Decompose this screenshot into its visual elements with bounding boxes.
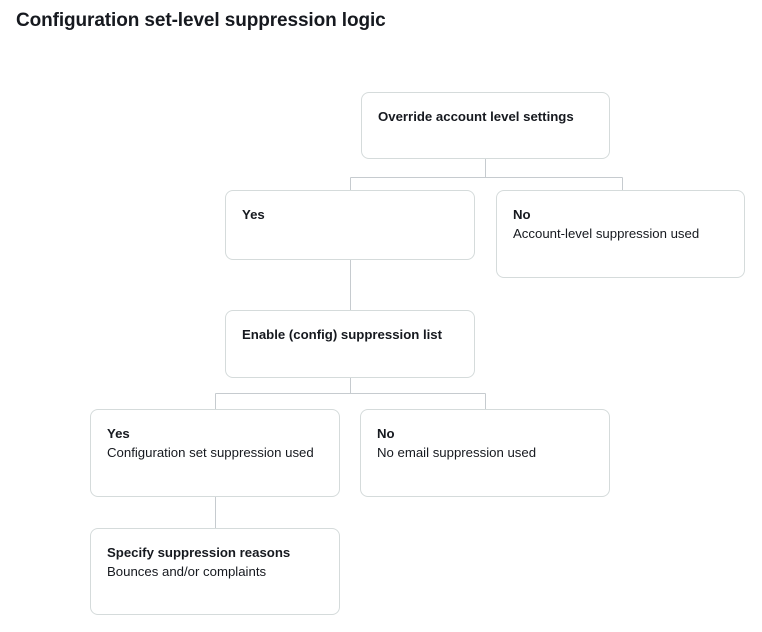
node-override-no[interactable]: No Account-level suppression used [496,190,745,278]
node-override-account-level-settings[interactable]: Override account level settings [361,92,610,159]
node-title: Override account level settings [378,109,574,124]
node-subtitle: Account-level suppression used [513,226,700,242]
node-title: No [377,426,395,441]
node-subtitle: No email suppression used [377,445,537,461]
node-enable-config-suppression-list[interactable]: Enable (config) suppression list [225,310,475,378]
node-override-yes[interactable]: Yes [225,190,475,260]
page-title: Configuration set-level suppression logi… [16,10,386,31]
node-subtitle: Bounces and/or complaints [107,564,267,580]
node-enable-yes[interactable]: Yes Configuration set suppression used [90,409,340,497]
node-title: Enable (config) suppression list [242,327,443,342]
node-subtitle: Configuration set suppression used [107,445,314,461]
node-specify-suppression-reasons[interactable]: Specify suppression reasons Bounces and/… [90,528,340,615]
node-title: Yes [107,426,130,441]
node-enable-no[interactable]: No No email suppression used [360,409,610,497]
node-title: No [513,207,531,222]
node-title: Specify suppression reasons [107,545,291,560]
node-title: Yes [242,207,265,222]
